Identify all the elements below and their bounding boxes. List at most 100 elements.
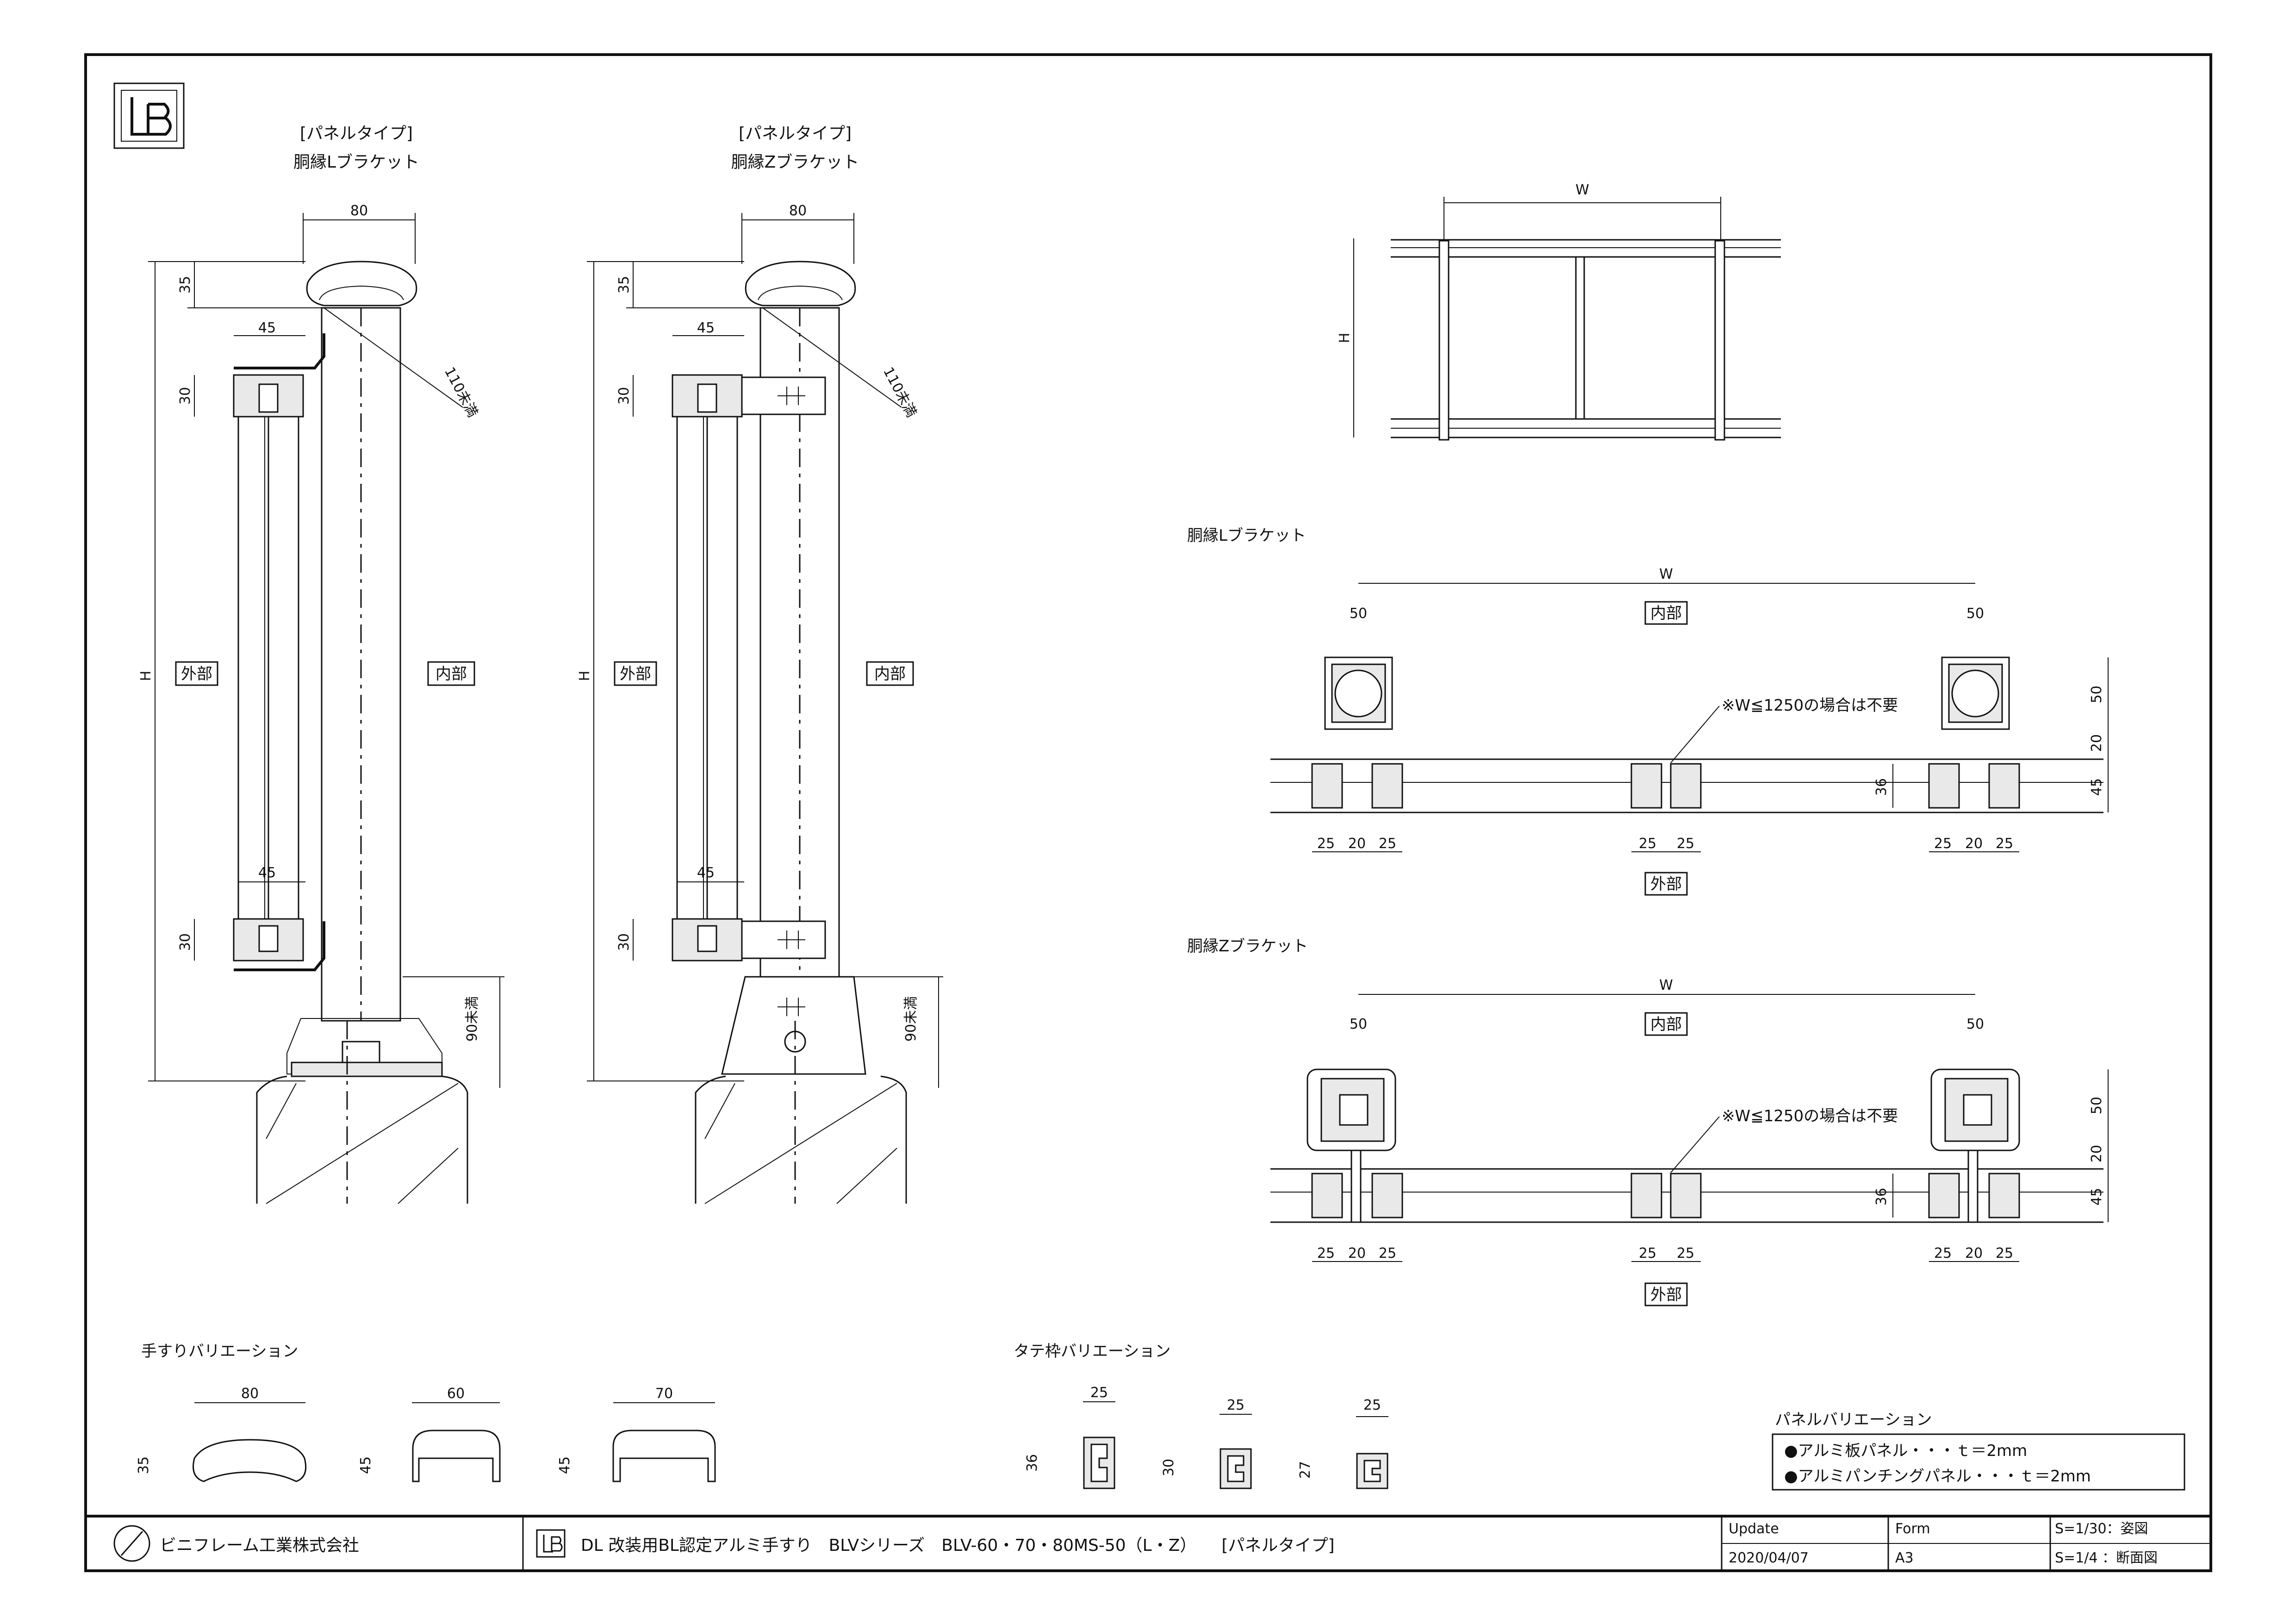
dim-l-45-top: 45 [258, 320, 276, 336]
plan-z-25-f: 25 [1996, 1245, 2013, 1262]
pv1-36: 36 [1024, 1454, 1040, 1472]
plan-z-bracket: 胴縁Zブラケット W 内部 50 50 ※W≦1250の場合は不要 50 20 … [1187, 937, 2109, 1306]
plan-l-bracket: 胴縁Lブラケット W 内部 50 50 ※W≦1250の場合は不要 50 20 … [1187, 526, 2109, 896]
plan-l-25-d: 25 [1677, 836, 1694, 852]
hr3-70: 70 [655, 1386, 673, 1402]
plan-z-title: 胴縁Zブラケット [1187, 937, 1308, 956]
dim-l-45-bottom: 45 [258, 865, 276, 881]
pv1-25: 25 [1090, 1385, 1108, 1401]
form-label: Form [1895, 1521, 1930, 1537]
plan-l-25-e: 25 [1934, 836, 1952, 852]
company-logo-icon [113, 1525, 150, 1562]
dim-l-35: 35 [177, 276, 193, 294]
plan-z-note: ※W≦1250の場合は不要 [1722, 1107, 1898, 1125]
dim-z-30-top: 30 [616, 387, 632, 405]
plan-l-outside: 外部 [1650, 875, 1682, 893]
elevation-l-bracket: [パネルタイプ] 胴縁Lブラケット 80 H 35 45 30 110未満 [138, 124, 504, 1204]
front-elevation: W H [1337, 182, 1781, 441]
elevation-z-bracket: [パネルタイプ] 胴縁Zブラケット 80 H 35 45 30 110未満 外部 [577, 124, 943, 1204]
plan-z-45-v: 45 [2089, 1188, 2105, 1206]
hr2-45: 45 [358, 1456, 374, 1474]
pv2-30: 30 [1161, 1459, 1177, 1476]
plan-z-w: W [1659, 977, 1673, 993]
hr1-80: 80 [241, 1386, 259, 1402]
section-l-title: 胴縁Lブラケット [293, 153, 419, 172]
label-inside-l: 内部 [436, 665, 467, 683]
plan-l-36-v: 36 [1873, 778, 1890, 796]
section-z-tag: [パネルタイプ] [739, 124, 852, 143]
hr3-45: 45 [557, 1456, 573, 1474]
plan-l-25-f: 25 [1996, 836, 2013, 852]
plan-l-25-a: 25 [1317, 836, 1335, 852]
dim-z-30-bottom: 30 [616, 933, 632, 951]
plan-z-25-e: 25 [1934, 1245, 1952, 1262]
dim-front-w: W [1575, 182, 1589, 198]
form-value: A3 [1895, 1550, 1914, 1566]
plan-z-20-v: 20 [2089, 1145, 2105, 1162]
plan-l-note: ※W≦1250の場合は不要 [1722, 696, 1898, 715]
plan-l-25-b: 25 [1379, 836, 1396, 852]
dim-l-80: 80 [350, 203, 368, 219]
plan-z-50-left: 50 [1350, 1016, 1367, 1032]
plan-z-25-b: 25 [1379, 1245, 1396, 1262]
plan-z-25-c: 25 [1639, 1245, 1656, 1262]
plan-z-outside: 外部 [1650, 1286, 1682, 1304]
label-outside-l: 外部 [181, 665, 212, 683]
plan-z-inside: 内部 [1650, 1015, 1682, 1034]
dim-z-35: 35 [616, 276, 632, 294]
plan-l-w: W [1659, 566, 1673, 582]
section-z-title: 胴縁Zブラケット [731, 153, 859, 172]
plan-l-25-c: 25 [1639, 836, 1656, 852]
dim-l-30-bottom: 30 [177, 933, 193, 951]
label-inside-z: 内部 [874, 665, 906, 683]
plan-z-36-v: 36 [1873, 1188, 1890, 1206]
scale-1: S=1/30：姿図 [2055, 1521, 2148, 1537]
plan-l-50-right: 50 [1966, 606, 1984, 622]
panel-var-item-1: ●アルミ板パネル・・・ｔ＝2mm [1784, 1442, 2027, 1460]
dim-l-90: 90未満 [464, 996, 480, 1042]
drawing-title: DL 改装用BL認定アルミ手すり BLVシリーズ BLV-60・70・80MS-… [581, 1536, 1335, 1555]
panel-var-item-2: ●アルミパンチングパネル・・・ｔ＝2mm [1784, 1467, 2091, 1486]
dim-z-h: H [577, 671, 593, 681]
plan-l-20-b: 20 [1965, 836, 1983, 852]
dim-z-45-top: 45 [697, 320, 715, 336]
plan-z-50-v: 50 [2089, 1097, 2105, 1114]
dim-z-80: 80 [789, 203, 807, 219]
plan-z-20-a: 20 [1348, 1245, 1366, 1262]
dim-l-h: H [138, 671, 154, 681]
plan-l-45-v: 45 [2089, 778, 2105, 796]
lb-small-icon [536, 1529, 566, 1558]
plan-l-inside: 内部 [1650, 604, 1682, 623]
hr2-60: 60 [447, 1386, 465, 1402]
update-label: Update [1729, 1521, 1779, 1537]
plan-z-50-right: 50 [1966, 1016, 1984, 1032]
post-var-title: タテ枠バリエーション [1014, 1342, 1170, 1361]
handrail-variations: 手すりバリエーション 80 35 60 45 70 45 [136, 1342, 716, 1482]
plan-l-title: 胴縁Lブラケット [1187, 526, 1306, 545]
panel-variations: パネルバリエーション ●アルミ板パネル・・・ｔ＝2mm ●アルミパンチングパネル… [1772, 1411, 2185, 1491]
sheet-border [84, 53, 2212, 1572]
pv3-27: 27 [1297, 1461, 1313, 1479]
dim-z-90: 90未満 [903, 996, 919, 1042]
dim-l-30-top: 30 [177, 387, 193, 405]
plan-l-50-left: 50 [1350, 606, 1367, 622]
handrail-var-title: 手すりバリエーション [141, 1342, 298, 1361]
company-name: ビニフレーム工業株式会社 [160, 1536, 359, 1555]
title-block: ビニフレーム工業株式会社 DL 改装用BL認定アルミ手すり BLVシリーズ BL… [86, 1515, 2211, 1571]
plan-l-20-a: 20 [1348, 836, 1366, 852]
scale-2: S=1/4 ：断面図 [2055, 1550, 2158, 1566]
plan-l-20-v: 20 [2089, 734, 2105, 752]
dim-z-45-bottom: 45 [697, 865, 715, 881]
post-variations: タテ枠バリエーション 25 36 25 30 25 27 [1014, 1342, 1388, 1489]
dim-z-110: 110未満 [880, 364, 920, 420]
section-l-tag: [パネルタイプ] [300, 124, 413, 143]
update-value: 2020/04/07 [1729, 1550, 1809, 1566]
dim-front-h: H [1337, 333, 1353, 344]
plan-z-20-b: 20 [1965, 1245, 1983, 1262]
hr1-35: 35 [136, 1456, 152, 1474]
plan-z-25-a: 25 [1317, 1245, 1335, 1262]
dim-l-110: 110未満 [441, 364, 481, 420]
panel-var-title: パネルバリエーション [1775, 1411, 1932, 1429]
plan-l-50-v: 50 [2089, 686, 2105, 703]
